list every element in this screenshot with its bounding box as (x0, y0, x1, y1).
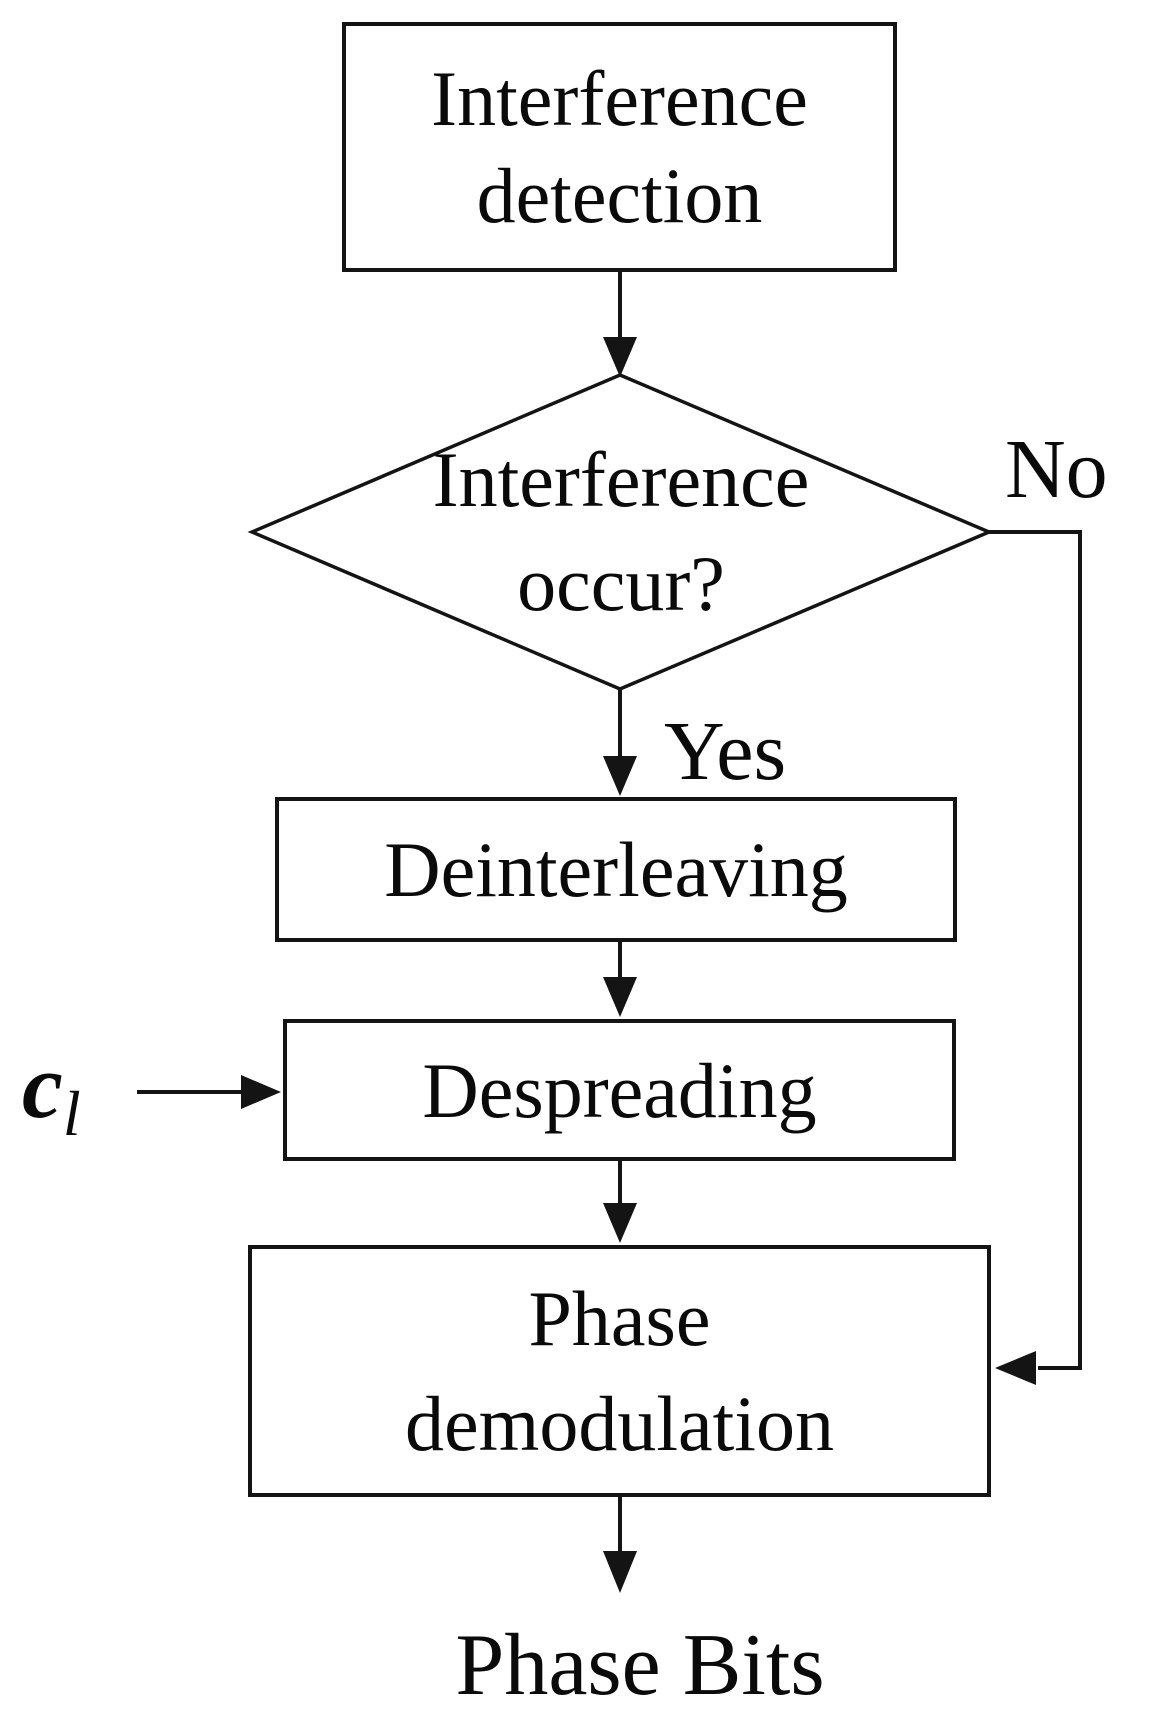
edge-input-to-despreading (137, 1075, 281, 1109)
edge-decision-yes-to-deinterleaving (603, 689, 637, 796)
edge-despreading-to-phasedemod (603, 1160, 637, 1243)
edge-phasedemod-to-output (603, 1497, 637, 1593)
node-despreading: Despreading (283, 1019, 956, 1161)
output-label-phase-bits: Phase Bits (455, 1617, 825, 1714)
input-subscript-l: l (62, 1078, 81, 1149)
node-interference-detection: Interference detection (342, 22, 897, 272)
node-interference-detection-line2: detection (476, 152, 763, 239)
node-interference-detection-line1: Interference (431, 55, 808, 142)
edge-detection-to-decision (603, 272, 637, 377)
edge-label-no: No (1005, 423, 1108, 516)
edge-label-yes: Yes (664, 705, 787, 798)
node-phase-demodulation: Phase demodulation (248, 1245, 991, 1497)
node-deinterleaving-label: Deinterleaving (384, 826, 848, 913)
edge-deinterleaving-to-despreading (603, 941, 637, 1017)
input-symbol-c: c (22, 1035, 63, 1137)
node-interference-occur-decision: Interference occur? (252, 375, 990, 689)
node-phase-demodulation-line2: demodulation (405, 1380, 834, 1467)
node-phase-demodulation-line1: Phase (528, 1275, 711, 1362)
input-label-cl: cl (22, 1040, 81, 1146)
node-despreading-label: Despreading (422, 1046, 817, 1134)
node-deinterleaving: Deinterleaving (275, 797, 957, 942)
node-interference-occur-line1: Interference (432, 436, 810, 523)
edge-decision-no-to-phasedemod (989, 530, 1082, 1385)
node-interference-occur-line2: occur? (517, 540, 725, 627)
